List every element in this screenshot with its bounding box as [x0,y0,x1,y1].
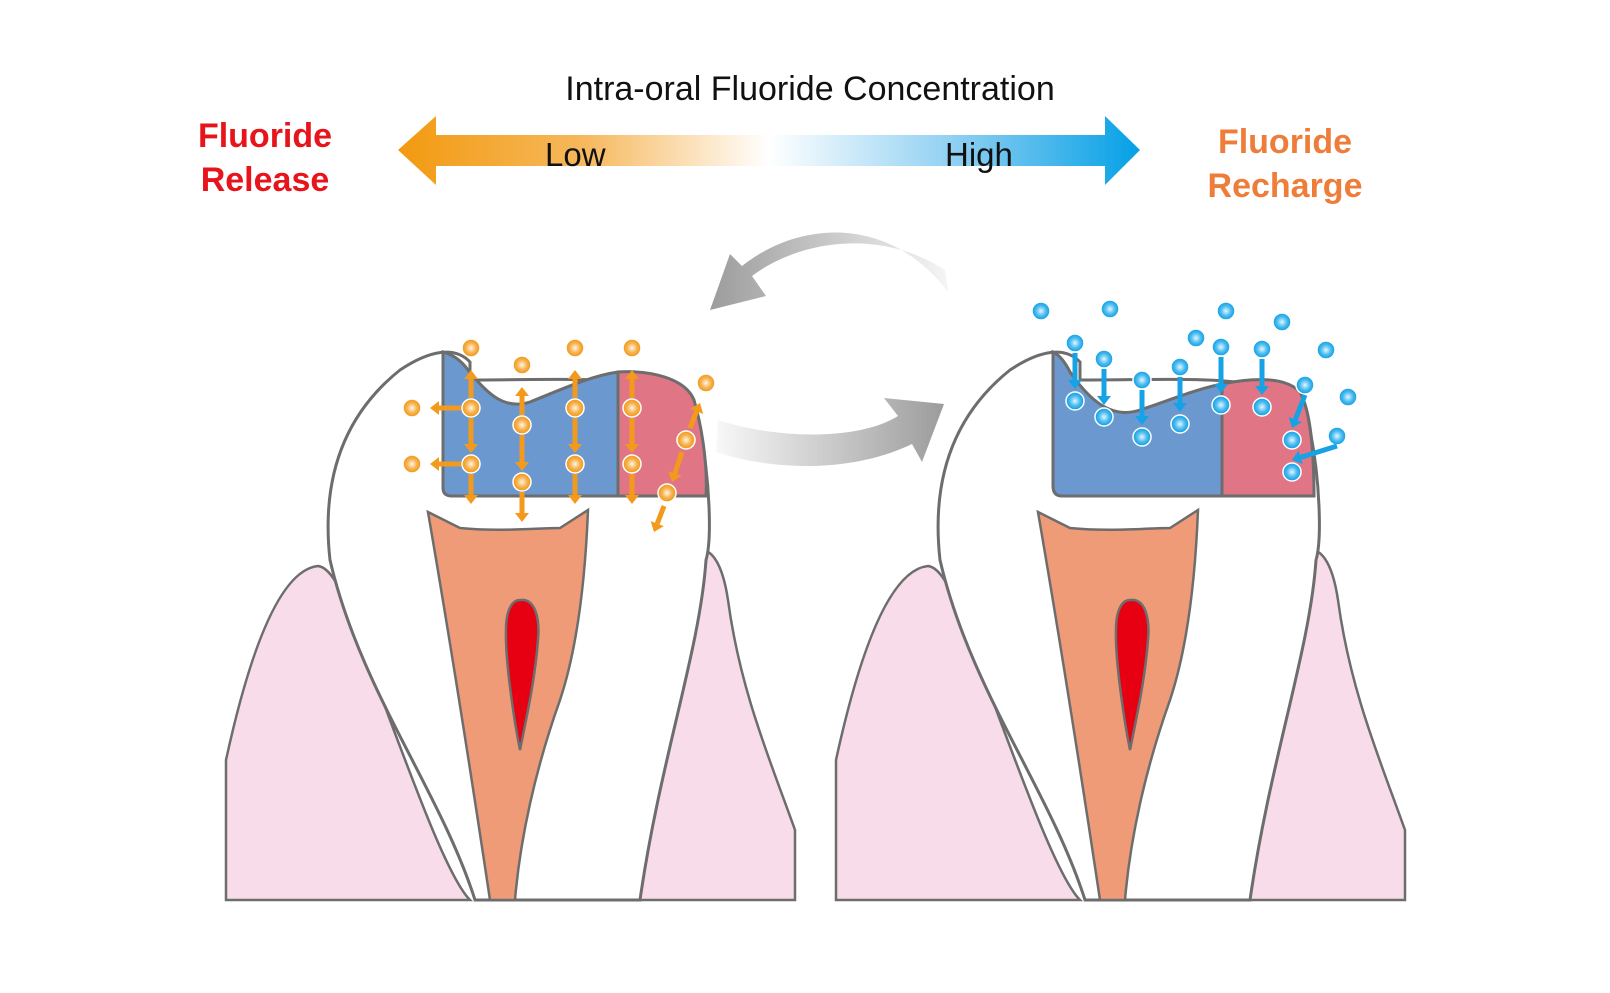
release-arrow-down-head [464,444,478,453]
release-arrow-out-head [515,513,529,522]
recharge-arrow-head [1255,386,1269,395]
fluoride-ion-released [565,338,585,358]
fluoride-ion-ambient [1186,328,1206,348]
release-arrow-up-head [515,387,529,396]
release-arrow-left-head [430,401,439,415]
cycle-arrow-to-release [710,232,948,310]
dentin [426,507,590,902]
recharge-arrow-head [1292,450,1303,465]
fluoride-ion-release [622,398,642,418]
release-arrow-diag-head [668,471,682,482]
fluoride-ion-absorbed [1170,414,1190,434]
fluoride-ion-release [565,454,585,474]
release-arrow-up-head [625,370,639,379]
fluoride-ion-release [676,430,696,450]
fluoride-ion-ambient [1170,357,1190,377]
fluoride-ion-released [696,373,716,393]
release-arrow-diag [654,505,667,525]
recharge-arrow-head [1068,380,1082,389]
release-line1: Fluoride [197,117,333,155]
recharge-arrow [1299,443,1338,460]
fluoride-ion-ambient [1132,370,1152,390]
concentration-scale-arrow [398,116,1140,185]
fluoride-ion-ambient [1094,349,1114,369]
fluoride-ion-released [402,398,422,418]
fluoride-recharge-label: Fluoride Recharge [1190,120,1380,208]
release-arrow-out-head [568,495,582,504]
fluoride-ion-absorbed [1211,395,1231,415]
fluoride-ion-release [622,454,642,474]
recharge-arrow-head [1135,416,1149,425]
fluoride-ion-ambient [1272,312,1292,332]
diagram-title: Intra-oral Fluoride Concentration [565,70,1055,108]
fluoride-ion-ambient [1338,387,1358,407]
fluoride-ion-release [512,415,532,435]
fluoride-release-label: Fluoride Release [180,114,350,202]
fluoride-ion-release [657,483,677,503]
recharge-arrow [1292,394,1308,421]
recharge-line2: Recharge [1207,167,1363,205]
release-tooth-panel [224,338,797,902]
release-arrow-up-head [568,370,582,379]
pulp [1114,598,1150,751]
release-arrow-diag-head [690,403,704,414]
scale-high-label: High [945,136,1013,173]
fluoride-ion-released [402,454,422,474]
fluoride-ion-ambient [1316,340,1336,360]
fluoride-ion-released [622,338,642,358]
fluoride-ion-release [565,398,585,418]
release-line2: Release [200,161,330,199]
fluoride-ion-released [512,355,532,375]
fluoride-ion-ambient [1100,299,1120,319]
restoration-glass-ionomer [1051,349,1224,498]
fluoride-ion-absorbed [1132,427,1152,447]
release-arrow-diag-head [650,521,664,532]
fluoride-ion-ambient [1295,375,1315,395]
release-arrow-diag [687,410,699,429]
release-arrow-up-head [464,370,478,379]
cycle-arrow-to-recharge [716,398,944,467]
fluoride-ion-release [461,398,481,418]
release-arrow-left-head [430,457,439,471]
fluoride-ion-ambient [1031,301,1051,321]
pulp [504,598,540,751]
release-arrow-out-head [464,495,478,504]
recharge-arrow-head [1173,403,1187,412]
fluoride-ion-absorbed [1094,407,1114,427]
dentin [1036,507,1200,902]
recharge-tooth-panel [834,299,1407,902]
fluoride-ion-release [512,472,532,492]
fluoride-ion-release [461,454,481,474]
scale-low-label: Low [545,136,606,173]
recharge-arrow-head [1097,396,1111,405]
fluoride-ion-absorbed [1282,430,1302,450]
fluoride-ion-ambient [1211,337,1231,357]
release-arrow-down-head [515,462,529,471]
fluoride-ion-ambient [1327,426,1347,446]
fluoride-ion-ambient [1252,339,1272,359]
release-arrow-down-head [625,444,639,453]
fluoride-ion-absorbed [1252,397,1272,417]
release-arrow-diag [672,451,685,475]
fluoride-ion-absorbed [1065,391,1085,411]
recharge-line1: Fluoride [1217,123,1353,161]
fluoride-ion-ambient [1065,333,1085,353]
release-arrow-down-head [568,444,582,453]
recharge-arrow-head [1214,384,1228,393]
fluoride-ion-released [461,338,481,358]
fluoride-ion-ambient [1216,301,1236,321]
fluoride-ion-absorbed [1282,462,1302,482]
release-arrow-out-head [625,495,639,504]
recharge-arrow-head [1288,417,1302,428]
